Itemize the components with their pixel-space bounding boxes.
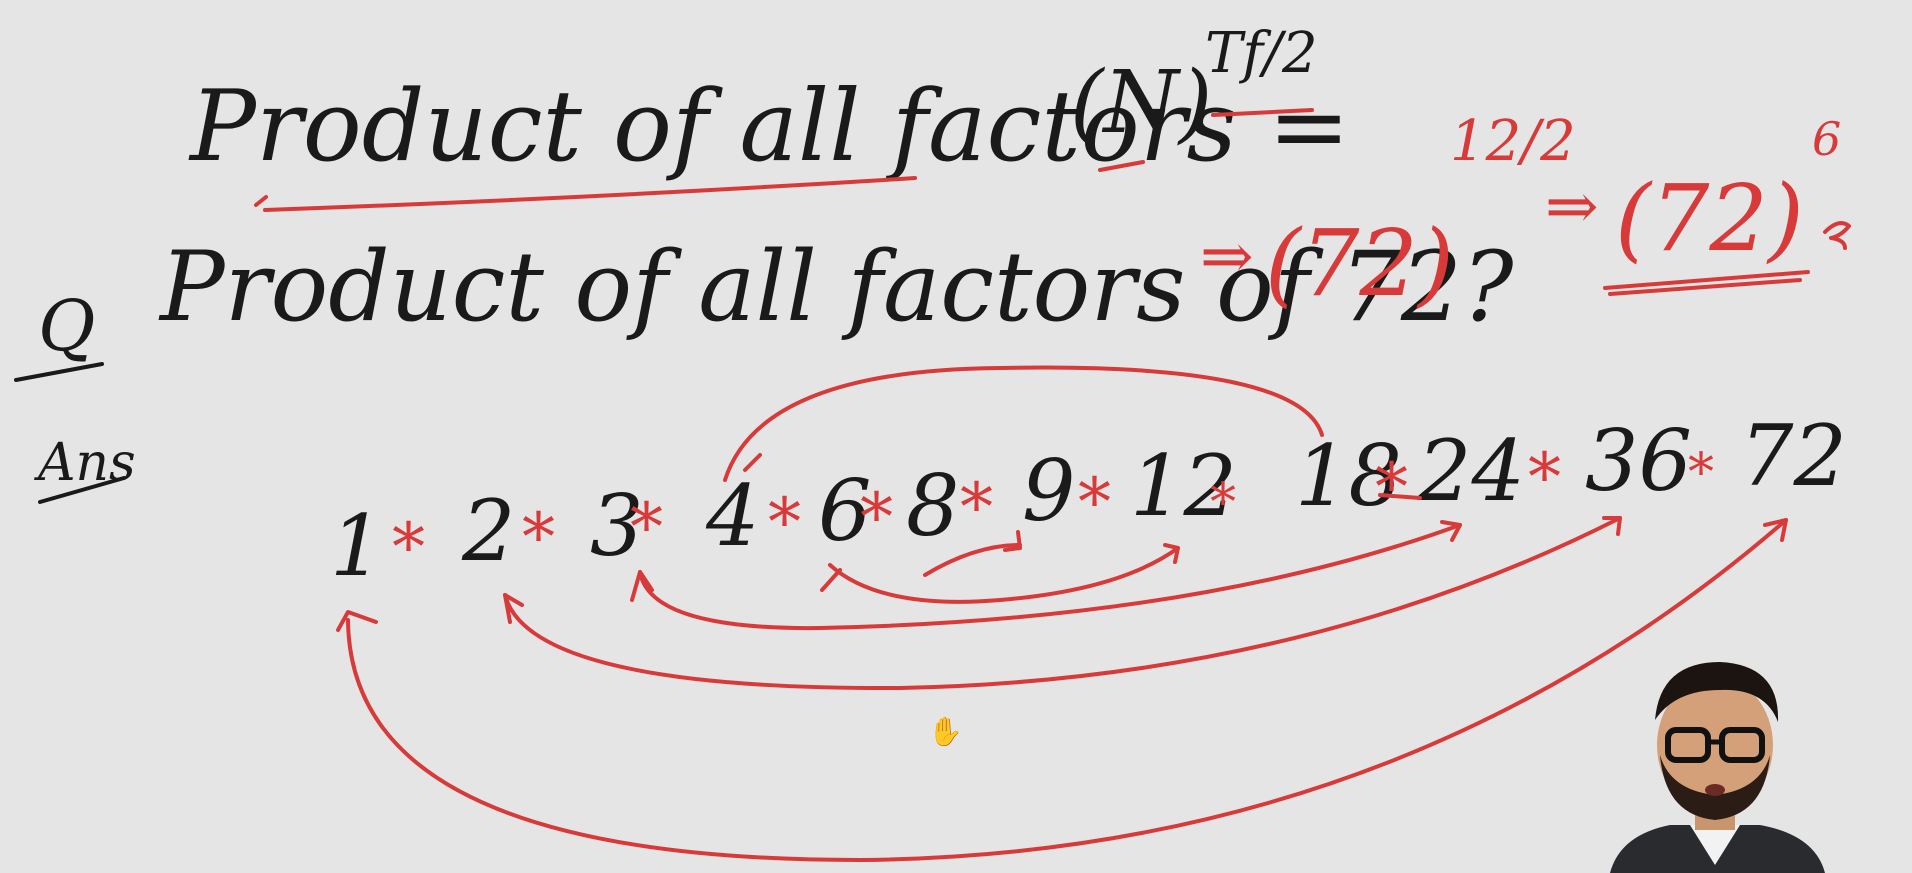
step2-underline-double: [1608, 278, 1802, 296]
arc-1-72: [346, 518, 1788, 862]
operator: *: [860, 479, 893, 556]
arc-6-12: [828, 546, 1180, 604]
answer-marker: Ans: [34, 433, 136, 493]
arc-2-36-tail: [503, 593, 524, 624]
formula-underline-tip: [254, 195, 268, 207]
formula-exponent: Tf/2: [1205, 21, 1318, 86]
step1-arrow: ⇒: [1200, 220, 1254, 294]
arc-6-12-arrowhead: [1163, 543, 1180, 564]
arc-4-18-tip: [743, 453, 762, 472]
factor-8: 8: [906, 457, 959, 555]
formula-base: (N): [1070, 53, 1212, 153]
exponent-underline: [1211, 108, 1314, 117]
arc-3-24: [638, 523, 1462, 631]
operator: *: [392, 509, 425, 586]
factor-72: 72: [1740, 407, 1847, 505]
operator: *: [1078, 464, 1111, 541]
presenter-illustration: [1610, 662, 1825, 873]
pairing-arcs: [336, 365, 1788, 862]
operator: *: [522, 499, 555, 576]
hand-cursor-icon: ✋: [928, 715, 963, 748]
factor-12: 12: [1130, 437, 1237, 535]
operator: *: [1688, 443, 1714, 503]
factor-18: 18: [1295, 427, 1402, 525]
factor-6: 6: [818, 462, 871, 560]
factor-4: 4: [705, 467, 759, 565]
step2-exponent: 6: [1812, 112, 1841, 166]
n-underline: [1098, 160, 1145, 172]
operator: *: [960, 469, 993, 546]
arc-1-72-arrowhead: [1763, 518, 1788, 542]
formula-underline: [263, 176, 917, 212]
operator: *: [630, 489, 663, 566]
formula-lhs: Product of all factors =: [188, 70, 1350, 184]
factor-3: 3: [590, 477, 643, 575]
factor-24: 24: [1417, 422, 1525, 520]
operator: *: [1375, 449, 1408, 526]
arc-1-72-tail: [336, 610, 378, 632]
presenter-webcam: [1600, 650, 1830, 873]
arc-6-12-tail: [820, 568, 842, 592]
question-marker-underline: [14, 362, 104, 382]
answer-marker-underline: [38, 476, 126, 504]
arc-2-36: [503, 516, 1622, 691]
strike-mark: [1378, 493, 1422, 500]
step2-base: (72): [1615, 165, 1804, 272]
step1-base: (72): [1265, 210, 1454, 317]
step2-arrow: ⇒: [1545, 170, 1599, 244]
factor-36: 36: [1585, 412, 1692, 510]
operator: *: [1210, 473, 1236, 533]
arc-3-24-tail: [630, 570, 654, 602]
step2-trailing-mark: [1823, 221, 1851, 250]
factor-sequence: 1 * 2 * 3 * 4 * 6 * 8 * 9 * 12 * 18 * 24…: [330, 407, 1847, 595]
question-text: Product of all factors of 72?: [158, 231, 1514, 343]
step2-underline: [1603, 270, 1810, 290]
step1-exponent: 12/2: [1450, 109, 1576, 174]
factor-1: 1: [330, 497, 383, 595]
operator: *: [768, 484, 801, 561]
arc-2-36-arrowhead: [1602, 516, 1622, 536]
arc-8-9-arrowhead: [1003, 530, 1022, 552]
question-marker: Q: [38, 285, 95, 367]
operator: *: [1528, 439, 1561, 516]
factor-9: 9: [1022, 442, 1075, 540]
factor-2: 2: [461, 482, 515, 580]
arc-8-9: [923, 543, 1022, 577]
arc-4-18: [723, 365, 1324, 482]
arc-3-24-arrowhead: [1440, 520, 1462, 542]
